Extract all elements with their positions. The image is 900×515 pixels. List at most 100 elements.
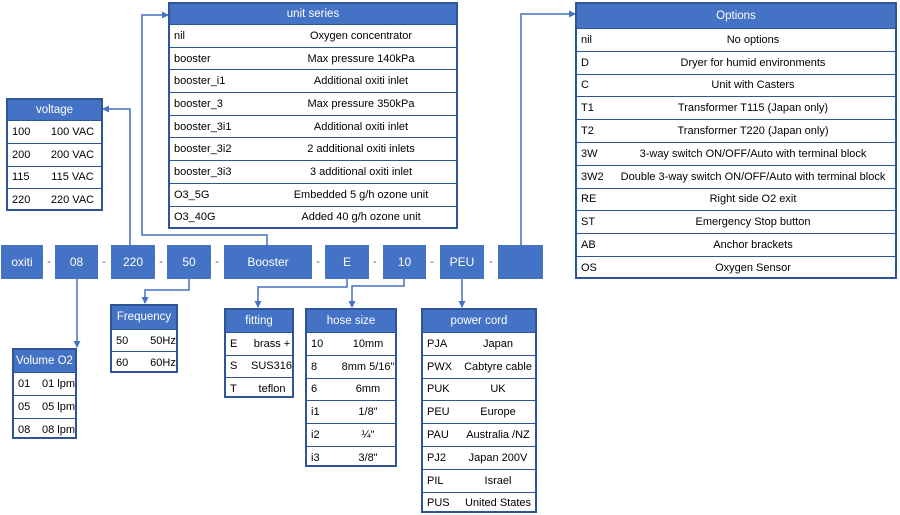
row-code: PJA: [427, 337, 448, 350]
row-description: 3 additional oxiti inlet: [309, 165, 413, 178]
row-code: booster: [174, 52, 211, 65]
row-description: Unit with Casters: [711, 79, 795, 92]
segment-volume: 08: [55, 245, 98, 279]
separator: -: [102, 256, 106, 268]
segment-unit-series: Booster: [224, 245, 312, 279]
table-row: PWX Cabtyre cable: [423, 354, 535, 378]
row-description: 60Hz: [150, 356, 176, 369]
row-description: 3-way switch ON/OFF/Auto with terminal b…: [639, 147, 867, 160]
connector-unit-series: [141, 11, 268, 245]
separator: -: [489, 256, 493, 268]
fitting-title: fitting: [226, 310, 292, 332]
row-code: 50: [116, 334, 129, 347]
row-code: D: [581, 56, 589, 69]
table-row: 50 50Hz: [112, 329, 176, 351]
row-description: Cabtyre cable: [464, 360, 532, 373]
row-code: 10: [311, 337, 324, 350]
row-code: booster_3i3: [174, 165, 232, 178]
table-row: booster Max pressure 140kPa: [170, 46, 456, 70]
segment-hose-size: 10: [383, 245, 426, 279]
row-code: PAU: [427, 429, 449, 442]
row-description: teflon: [258, 382, 286, 395]
table-row: RE Right side O2 exit: [577, 187, 895, 211]
power-cord-title: power cord: [423, 310, 535, 332]
segment-options: [498, 245, 543, 279]
row-code: 6: [311, 383, 318, 396]
table-row: O3_5G Embedded 5 g/h ozone unit: [170, 182, 456, 206]
row-description: Emergency Stop button: [695, 216, 811, 229]
row-description: Max pressure 350kPa: [307, 97, 415, 110]
row-code: RE: [581, 193, 597, 206]
row-description: Additional oxiti inlet: [313, 75, 409, 88]
row-description: Embedded 5 g/h ozone unit: [293, 188, 429, 201]
row-description: 05 lpm: [41, 401, 75, 413]
row-code: O3_5G: [174, 188, 210, 201]
row-code: PWX: [427, 360, 453, 373]
row-description: 50Hz: [150, 334, 176, 347]
row-description: 8mm 5/16": [341, 360, 395, 373]
row-description: Oxygen concentrator: [309, 29, 413, 42]
row-code: ST: [581, 216, 596, 229]
row-description: 1/8": [358, 406, 378, 419]
row-description: 115 VAC: [51, 171, 94, 184]
row-code: OS: [581, 261, 597, 274]
row-description: ¼": [361, 429, 375, 442]
separator: -: [215, 256, 219, 268]
row-description: 01 lpm: [41, 378, 75, 390]
row-code: PIL: [427, 474, 444, 487]
table-row: D Dryer for humid environments: [577, 50, 895, 74]
table-row: PJA Japan: [423, 332, 535, 355]
row-description: Added 40 g/h ozone unit: [301, 211, 421, 224]
row-code: booster_3i1: [174, 120, 232, 133]
separator: -: [373, 256, 377, 268]
row-description: Australia /NZ: [466, 429, 530, 442]
row-description: Max pressure 140kPa: [307, 52, 415, 65]
options-title: Options: [577, 4, 895, 28]
row-description: Japan: [483, 337, 513, 350]
row-code: C: [581, 79, 589, 92]
row-code: 115: [12, 171, 30, 184]
connector-options: [520, 10, 576, 245]
separator: -: [47, 256, 51, 268]
volume-title: Volume O2: [14, 350, 75, 372]
row-description: Right side O2 exit: [709, 193, 797, 206]
row-code: O3_40G: [174, 211, 216, 224]
row-description: Dryer for humid environments: [680, 56, 826, 69]
unit-series-title: unit series: [170, 4, 456, 24]
segment-fitting: E: [325, 245, 369, 279]
row-description: 220 VAC: [50, 194, 95, 207]
row-code: nil: [174, 29, 186, 42]
segment-voltage: 220: [111, 245, 155, 279]
row-description: Oxygen Sensor: [715, 261, 791, 274]
table-row: ST Emergency Stop button: [577, 210, 895, 233]
row-description: 3/8": [358, 451, 378, 464]
connector-frequency: [141, 279, 190, 304]
row-code: AB: [581, 239, 596, 252]
